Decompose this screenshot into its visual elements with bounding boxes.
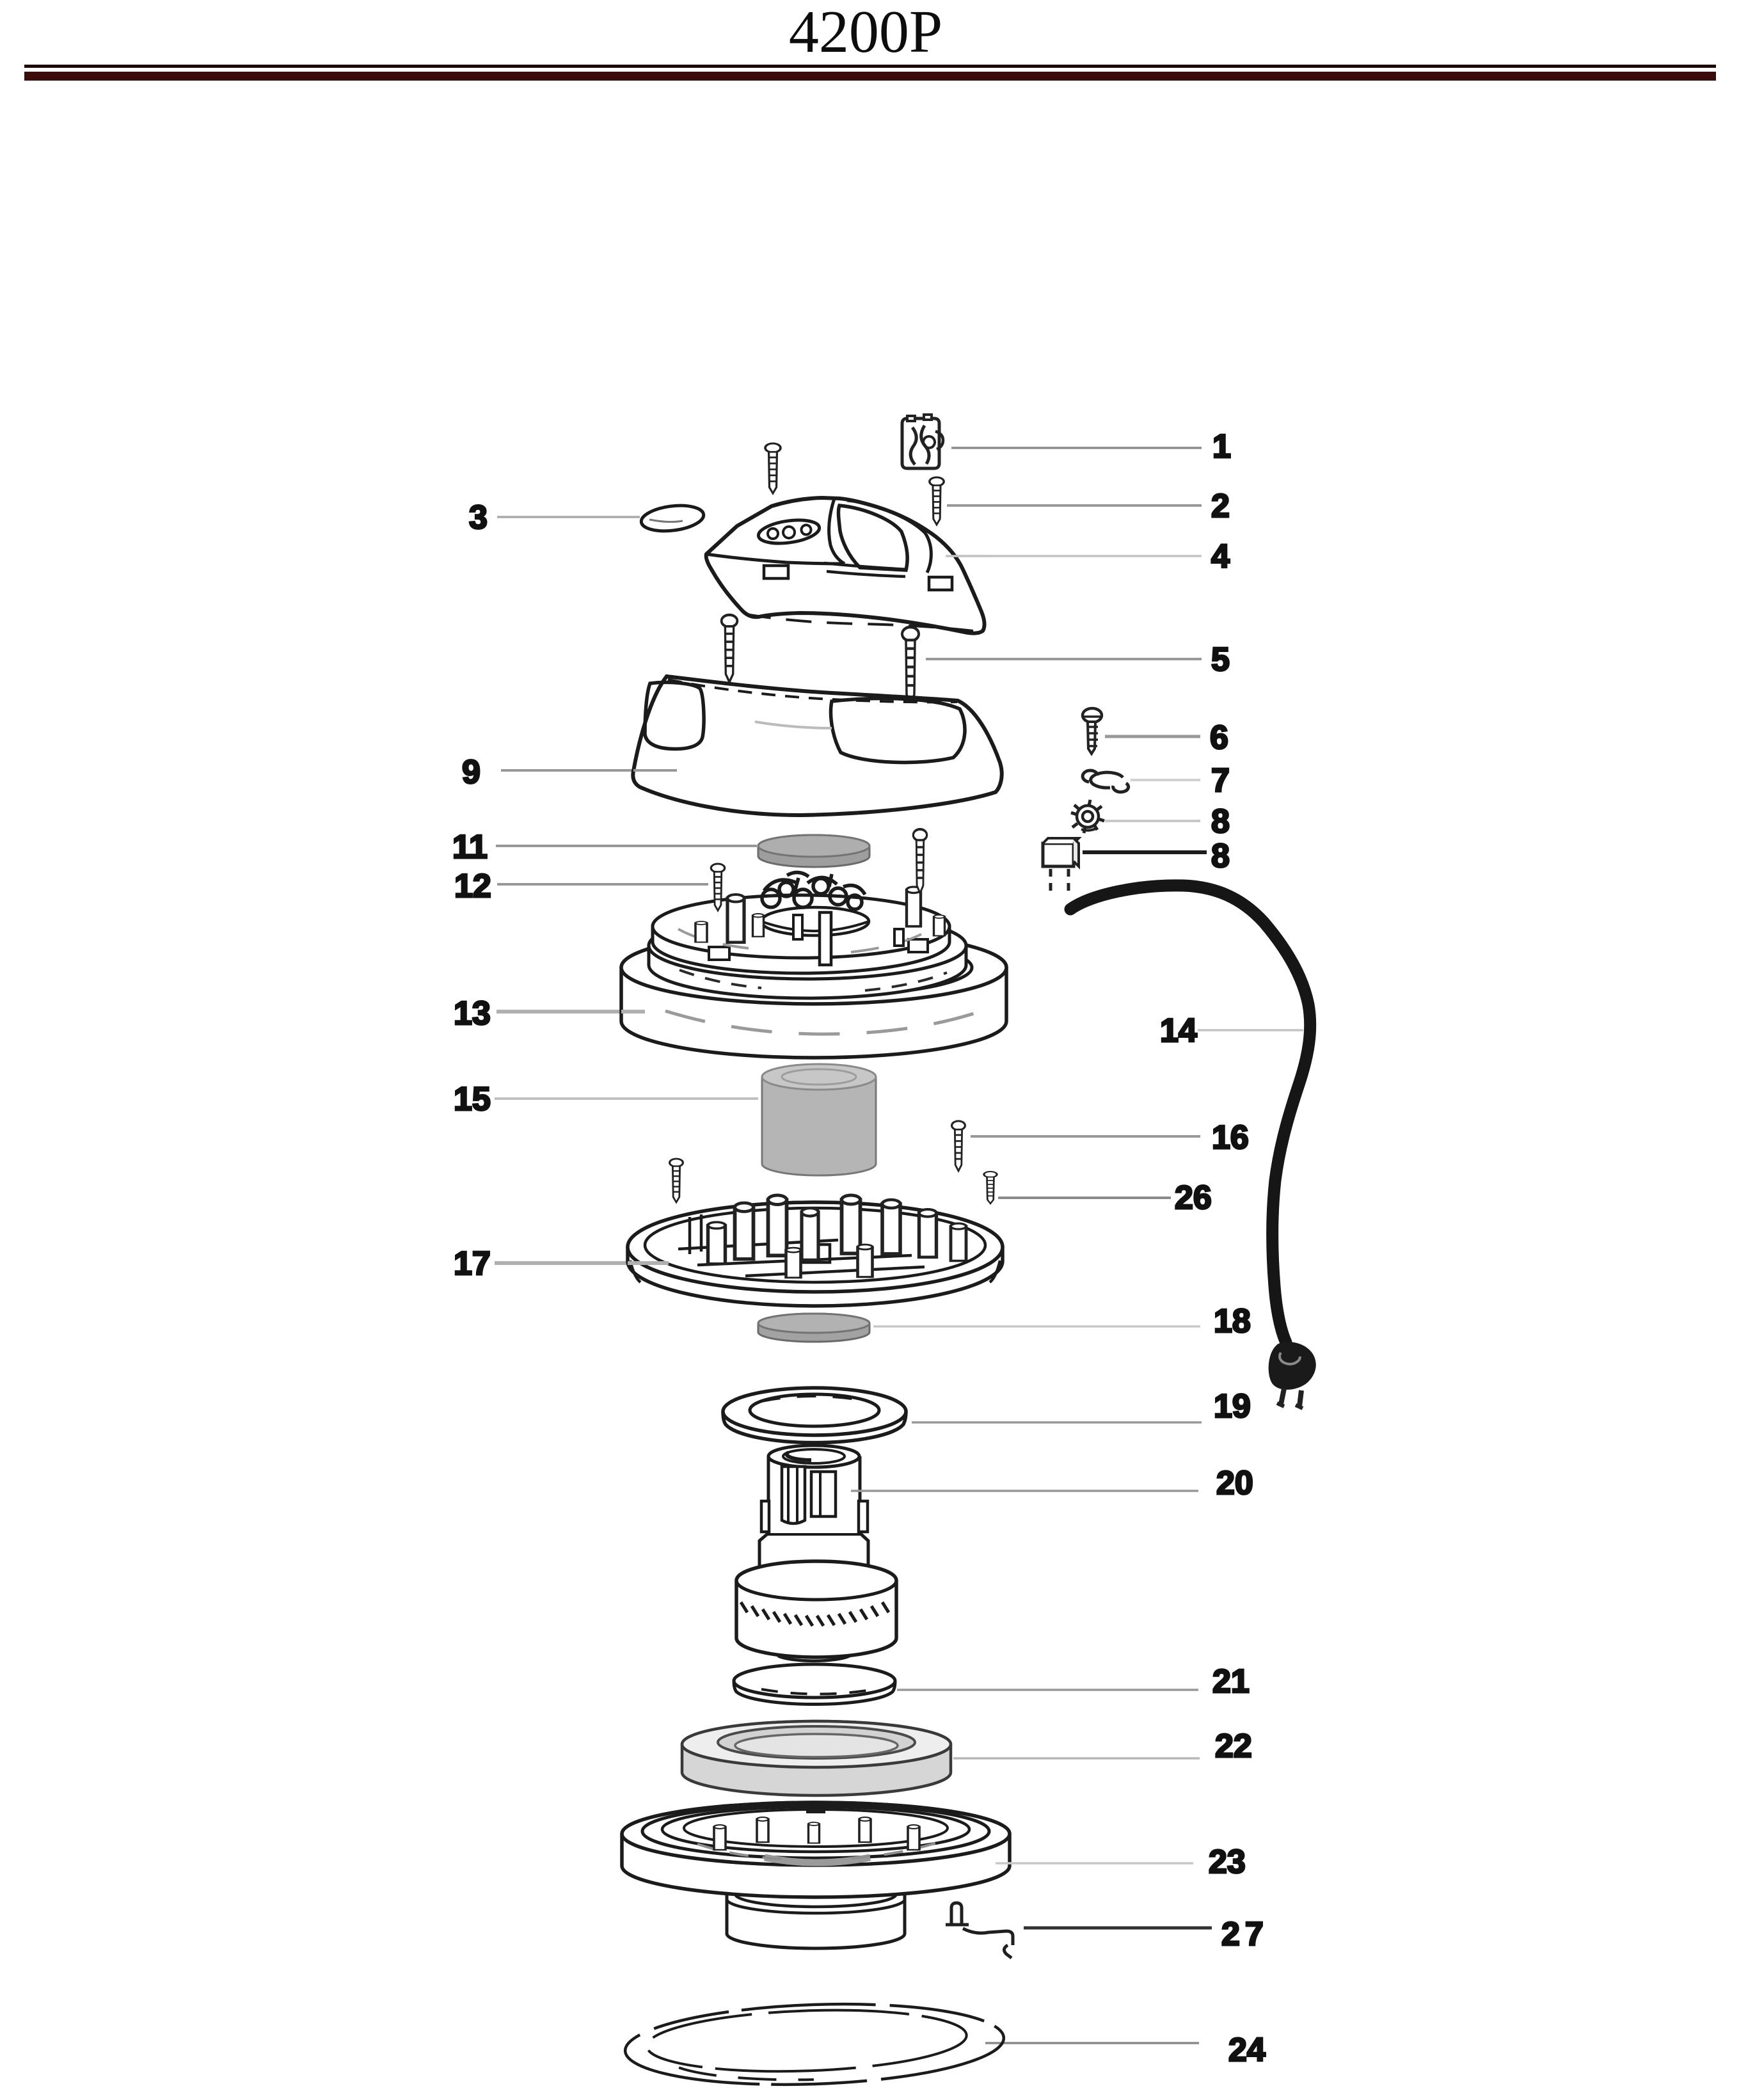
svg-text:6: 6 xyxy=(1210,719,1228,756)
svg-text:8: 8 xyxy=(1211,838,1230,875)
svg-text:1: 1 xyxy=(1212,428,1231,465)
svg-text:14: 14 xyxy=(1160,1012,1197,1049)
svg-text:4: 4 xyxy=(1211,538,1230,575)
svg-text:22: 22 xyxy=(1215,1728,1252,1765)
svg-text:27: 27 xyxy=(1221,1916,1269,1953)
svg-text:9: 9 xyxy=(462,754,480,791)
svg-text:26: 26 xyxy=(1175,1179,1212,1216)
svg-text:13: 13 xyxy=(454,995,491,1032)
svg-text:8: 8 xyxy=(1211,803,1230,840)
svg-text:16: 16 xyxy=(1212,1119,1249,1156)
svg-text:3: 3 xyxy=(469,499,488,536)
svg-text:17: 17 xyxy=(454,1245,491,1282)
svg-text:18: 18 xyxy=(1214,1303,1251,1340)
svg-text:5: 5 xyxy=(1211,641,1230,678)
svg-text:12: 12 xyxy=(454,868,491,905)
svg-text:2: 2 xyxy=(1211,488,1230,525)
svg-text:7: 7 xyxy=(1211,762,1230,799)
svg-text:21: 21 xyxy=(1212,1663,1250,1700)
svg-text:15: 15 xyxy=(454,1081,491,1118)
svg-text:19: 19 xyxy=(1214,1388,1251,1425)
svg-text:11: 11 xyxy=(452,829,488,866)
svg-text:20: 20 xyxy=(1216,1465,1253,1502)
svg-text:4200P: 4200P xyxy=(789,0,942,65)
svg-text:23: 23 xyxy=(1209,1843,1246,1881)
svg-text:24: 24 xyxy=(1228,2032,1266,2069)
